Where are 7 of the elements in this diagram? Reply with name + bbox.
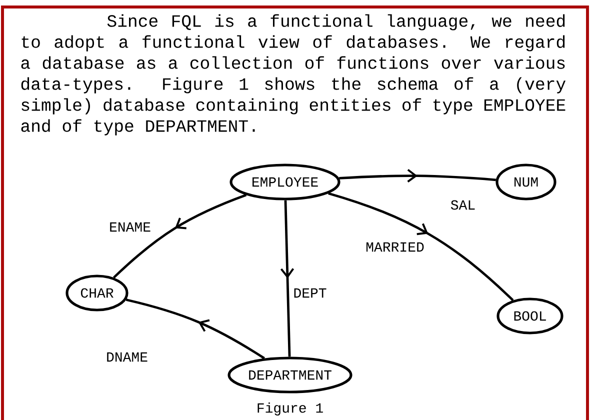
paragraph: Since FQL is a functional language, we need to adopt a functional view of databases. We regard a database as a collection of functions over various data-types. Figure 1 shows the schema of a (very simple) database containing entities of type EMPLOYEE and of type DEPARTMENT. [21, 14, 566, 136]
edge-label: SAL [449, 199, 477, 211]
edge-label: MARRIED [364, 241, 426, 253]
edge-label: DEPT [292, 287, 328, 299]
figure-caption: Figure 1 [258, 402, 323, 416]
edge-label: DNAME [105, 351, 149, 363]
edge-label: ENAME [108, 221, 152, 233]
